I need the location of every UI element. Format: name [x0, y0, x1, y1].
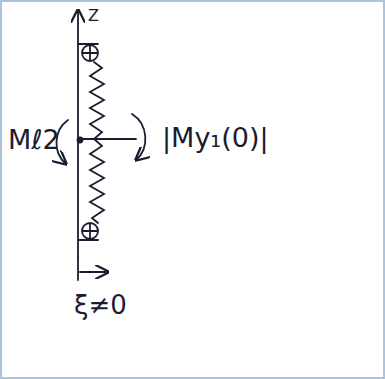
point-dot: [78, 138, 83, 143]
spring-symbol: [90, 62, 104, 223]
z-axis: [77, 10, 79, 257]
axis-label: Z: [88, 8, 99, 24]
dimension-tick: [77, 257, 79, 280]
moment-label: Mℓ2: [8, 126, 60, 153]
section-line: [78, 138, 136, 140]
roller-symbol: [82, 45, 98, 61]
dimension-arrow: [80, 271, 108, 273]
moment-label: |My₁(0)|: [162, 124, 269, 151]
roller-symbol: [82, 223, 98, 239]
dimension-label: ξ≠0: [74, 292, 127, 318]
moment-arrow: [132, 114, 145, 160]
